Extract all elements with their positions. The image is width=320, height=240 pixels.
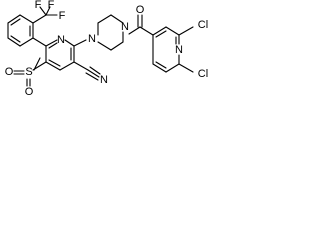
bond-cf3-f-left (39, 6, 47, 16)
atom-cf3-f-top: F (48, 0, 55, 11)
bond-dcp-2 (165, 26, 180, 36)
atom-piperazine-n-1: N (88, 33, 96, 45)
bond-pyridine-piperazine (73, 39, 87, 47)
bond-nitrile-triple-2 (89, 66, 101, 75)
chemical-structure: F F F N N N O N Cl Cl S O O N (5, 0, 208, 98)
atom-carbonyl-o: O (136, 4, 145, 16)
bond-benzene-5 (7, 37, 21, 47)
bond-cf3-f-top (45, 6, 51, 16)
bond-carbonyl-ring (139, 26, 154, 36)
atom-chloro-bottom: Cl (198, 68, 208, 80)
bond-nitrile-triple-1 (87, 69, 100, 78)
atom-cf3-f-left: F (35, 0, 42, 11)
bond-benzene-2 (19, 14, 34, 24)
bond-layer (7, 6, 194, 87)
bond-benzene-inner-3 (10, 35, 21, 43)
bond-pyridine-1 (45, 39, 58, 47)
bond-nitrile-triple-3 (85, 72, 99, 81)
bond-piperazine-3 (110, 14, 124, 24)
bond-dcp-1 (152, 26, 167, 36)
atom-chloro-top: Cl (198, 19, 208, 31)
atom-cf3-f-right: F (59, 10, 66, 22)
bond-piperazine-2 (97, 14, 112, 24)
bond-pyridine-nitrile (73, 61, 89, 71)
bond-piperazine-carbonyl (128, 26, 141, 35)
bond-benzene-pyridine (32, 37, 47, 47)
bond-sulfonyl-methyl (33, 57, 41, 71)
bond-pyridine-4 (59, 61, 75, 71)
bond-pyridine-inner-3 (48, 59, 61, 67)
atom-nitrile-n: N (100, 74, 108, 86)
atom-piperazine-n-4: N (121, 21, 129, 33)
bond-piperazine-5 (110, 41, 124, 51)
bond-pyridine-5 (45, 61, 61, 71)
bond-pyridine-2 (64, 39, 75, 47)
bond-pyridine-inner-1 (48, 42, 58, 49)
bond-piperazine-6 (97, 41, 112, 51)
bond-dcp-6 (152, 63, 167, 73)
bond-benzene-cf3 (32, 14, 47, 24)
bond-chloro-top (178, 26, 194, 36)
atom-dichloropyridine-n: N (175, 44, 183, 56)
atom-pyridine-n: N (57, 34, 65, 46)
bond-benzene-inner-1 (10, 18, 21, 26)
bond-benzene-1 (7, 14, 21, 24)
atom-sulfonyl-s: S (25, 66, 32, 78)
bond-dcp-inner-1 (155, 30, 167, 38)
bond-dcp-5 (165, 63, 180, 73)
atom-sulfonyl-o-left: O (5, 66, 14, 78)
atom-label-layer: F F F N N N O N Cl Cl S O O N (5, 0, 208, 98)
bond-chloro-bottom (178, 63, 194, 73)
bond-dcp-inner-3 (155, 61, 167, 69)
bond-benzene-4 (19, 37, 34, 47)
atom-sulfonyl-o-bottom: O (25, 86, 34, 98)
